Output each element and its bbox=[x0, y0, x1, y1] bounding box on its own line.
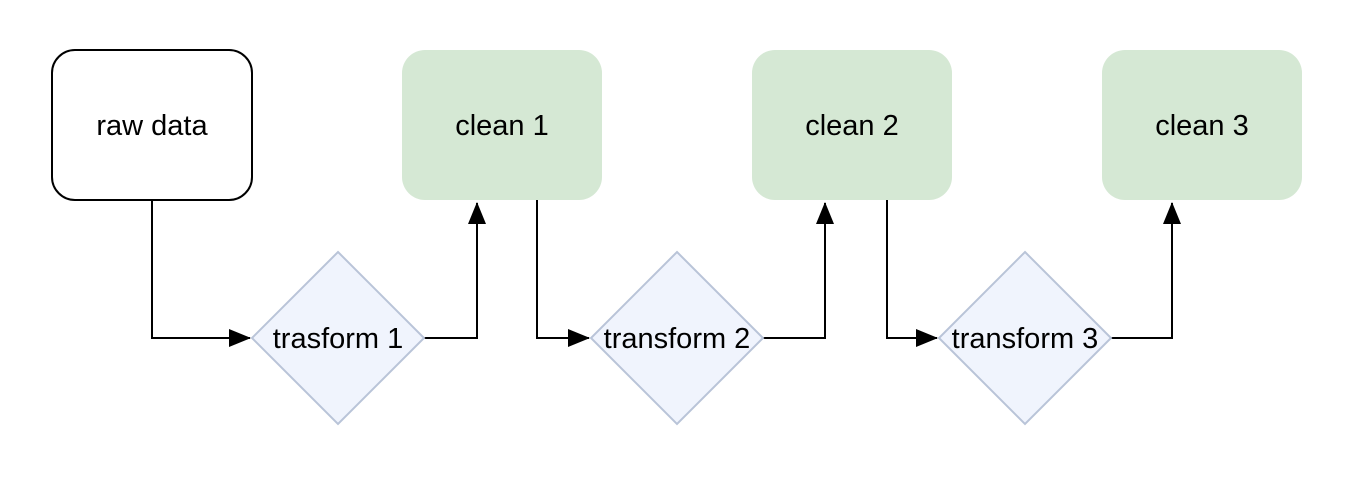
node-clean-1: clean 1 bbox=[402, 50, 602, 200]
transform-2-label: transform 2 bbox=[604, 323, 751, 355]
node-transform-3: transform 3 bbox=[937, 250, 1113, 426]
connector-transform-1-to-clean-1 bbox=[424, 202, 486, 339]
clean-1-label: clean 1 bbox=[455, 110, 549, 142]
transform-3-label: transform 3 bbox=[952, 323, 1099, 355]
node-transform-2: transform 2 bbox=[589, 250, 765, 426]
raw-data-shape bbox=[51, 49, 253, 201]
connector-transform-2-to-clean-2 bbox=[763, 202, 834, 339]
connector-transform-3-to-clean-3 bbox=[1111, 202, 1181, 339]
node-transform-1: trasform 1 bbox=[250, 250, 426, 426]
connector-clean-2-to-transform-3 bbox=[886, 200, 938, 347]
transform-1-label: trasform 1 bbox=[273, 323, 404, 355]
clean-1-shape bbox=[402, 50, 602, 200]
connectors-layer bbox=[151, 200, 1181, 347]
clean-2-label: clean 2 bbox=[805, 110, 899, 142]
transform-1-shape bbox=[250, 250, 426, 426]
clean-2-shape bbox=[752, 50, 952, 200]
connector-clean-1-to-transform-2 bbox=[536, 200, 590, 347]
node-clean-2: clean 2 bbox=[752, 50, 952, 200]
clean-3-label: clean 3 bbox=[1155, 110, 1249, 142]
raw-data-label: raw data bbox=[96, 110, 208, 142]
transform-3-shape bbox=[937, 250, 1113, 426]
node-raw-data: raw data bbox=[51, 49, 253, 201]
connector-raw-data-to-transform-1 bbox=[151, 200, 251, 347]
node-clean-3: clean 3 bbox=[1102, 50, 1302, 200]
clean-3-shape bbox=[1102, 50, 1302, 200]
transform-2-shape bbox=[589, 250, 765, 426]
